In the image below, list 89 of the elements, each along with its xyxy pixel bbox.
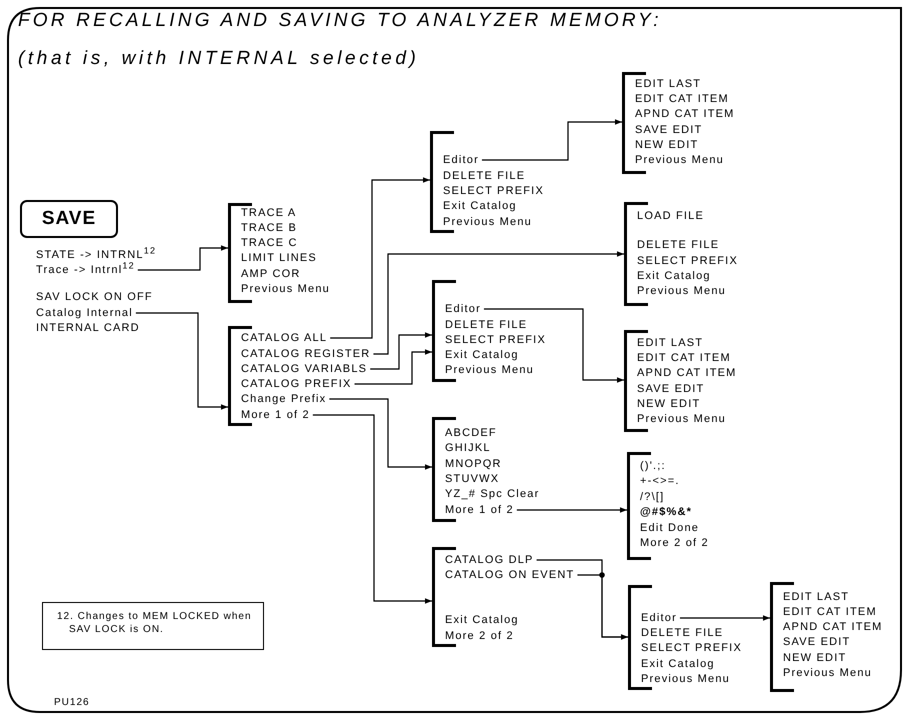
menu-item: Previous Menu (637, 284, 726, 298)
menu-item: EDIT LAST (637, 336, 704, 350)
menu-item: EDIT CAT ITEM (637, 351, 731, 365)
menu-item: CATALOG VARIABLS (241, 362, 368, 376)
hardkey-box: SAVE (20, 200, 118, 238)
menu-item: EDIT LAST (783, 590, 850, 604)
menu-item: Previous Menu (635, 153, 724, 167)
menu-item: DELETE FILE (641, 626, 724, 640)
menu-item: CATALOG ALL (241, 331, 328, 345)
menu-item: Previous Menu (783, 666, 872, 680)
menu-item: STUVWX (445, 472, 500, 486)
menu-item: Previous Menu (445, 363, 534, 377)
menu-item: MNOPQR (445, 457, 502, 471)
menu-item: ABCDEF (445, 426, 497, 440)
menu-item: SELECT PREFIX (637, 254, 738, 268)
menu-item: EDIT CAT ITEM (783, 605, 877, 619)
menu-item: NEW EDIT (635, 138, 698, 152)
arrow (329, 398, 432, 470)
menu-item: APND CAT ITEM (783, 620, 883, 634)
menu-item: Exit Catalog (443, 199, 517, 213)
menu-item: Change Prefix (241, 392, 326, 406)
menu-item: SELECT PREFIX (445, 333, 546, 347)
arrow (370, 332, 432, 370)
menu-item: Edit Done (640, 521, 700, 535)
menu-item: Editor (641, 611, 677, 625)
menu-item: /?\[] (640, 490, 664, 504)
menu-item: LOAD FILE (637, 209, 704, 223)
menu-item: Previous Menu (637, 412, 726, 426)
menu-item: GHIJKL (445, 441, 491, 455)
arrow (354, 349, 432, 385)
arrow (516, 507, 627, 513)
menu-item: DELETE FILE (445, 318, 528, 332)
menu-item: NEW EDIT (637, 397, 700, 411)
arrow (484, 308, 624, 383)
menu-item: SELECT PREFIX (641, 641, 742, 655)
menu-item: EDIT CAT ITEM (635, 92, 729, 106)
menu-item: TRACE C (241, 236, 298, 250)
menu-item: More 2 of 2 (445, 629, 514, 643)
softkey-label: Trace -> Intrnl$^{12}$ (36, 263, 135, 277)
menu-item: DELETE FILE (443, 169, 526, 183)
menu-item: SELECT PREFIX (443, 184, 544, 198)
arrow (136, 312, 228, 410)
figure-code: PU126 (54, 697, 90, 708)
arrow (482, 119, 622, 161)
menu-item: Editor (445, 302, 481, 316)
arrow (330, 177, 430, 339)
menu-item: Exit Catalog (445, 613, 519, 627)
menu-item: TRACE A (241, 206, 296, 220)
menu-item: SAVE EDIT (635, 123, 702, 137)
menu-item: Exit Catalog (637, 269, 711, 283)
softkey-label: INTERNAL CARD (36, 321, 140, 335)
menu-item: Exit Catalog (445, 348, 519, 362)
title: FOR RECALLING AND SAVING TO ANALYZER MEMORY: (18, 10, 662, 32)
menu-item: More 1 of 2 (241, 408, 310, 422)
arrow (312, 414, 432, 604)
menu-item: NEW EDIT (783, 651, 846, 665)
menu-item: More 1 of 2 (445, 503, 514, 517)
menu-item: LIMIT LINES (241, 251, 317, 265)
menu-item: CATALOG PREFIX (241, 377, 352, 391)
softkey-label: SAV LOCK ON OFF (36, 290, 153, 304)
menu-item: CATALOG ON EVENT (445, 568, 574, 582)
menu-item: More 2 of 2 (640, 536, 709, 550)
menu-item: CATALOG DLP (445, 553, 534, 567)
menu-item: @#$%&* (640, 505, 692, 519)
menu-item: Exit Catalog (641, 657, 715, 671)
softkey-label: STATE -> INTRNL$^{12}$ (36, 248, 156, 262)
menu-item: +-<>=. (640, 474, 680, 488)
menu-item: APND CAT ITEM (635, 107, 735, 121)
softkey-label: Catalog Internal (36, 306, 133, 320)
menu-item: AMP COR (241, 267, 301, 281)
menu-item: Previous Menu (443, 215, 532, 229)
menu-item: DELETE FILE (637, 238, 720, 252)
menu-item: YZ_# Spc Clear (445, 487, 540, 501)
menu-item: SAVE EDIT (783, 635, 850, 649)
arrow (680, 615, 770, 621)
menu-item: Previous Menu (241, 282, 330, 296)
menu-item: ()'.;: (640, 459, 666, 473)
footnote-box: 12. Changes to MEM LOCKED when SAV LOCK is ON. (42, 602, 264, 650)
menu-item: TRACE B (241, 221, 298, 235)
arrow (138, 245, 228, 271)
arrow (577, 574, 628, 640)
menu-item: APND CAT ITEM (637, 366, 737, 380)
menu-item: SAVE EDIT (637, 382, 704, 396)
arrow (373, 251, 624, 355)
menu-item: Previous Menu (641, 672, 730, 686)
subtitle: (that is, with INTERNAL selected) (18, 48, 420, 70)
menu-item: Editor (443, 153, 479, 167)
menu-item: EDIT LAST (635, 77, 702, 91)
menu-item: CATALOG REGISTER (241, 347, 370, 361)
